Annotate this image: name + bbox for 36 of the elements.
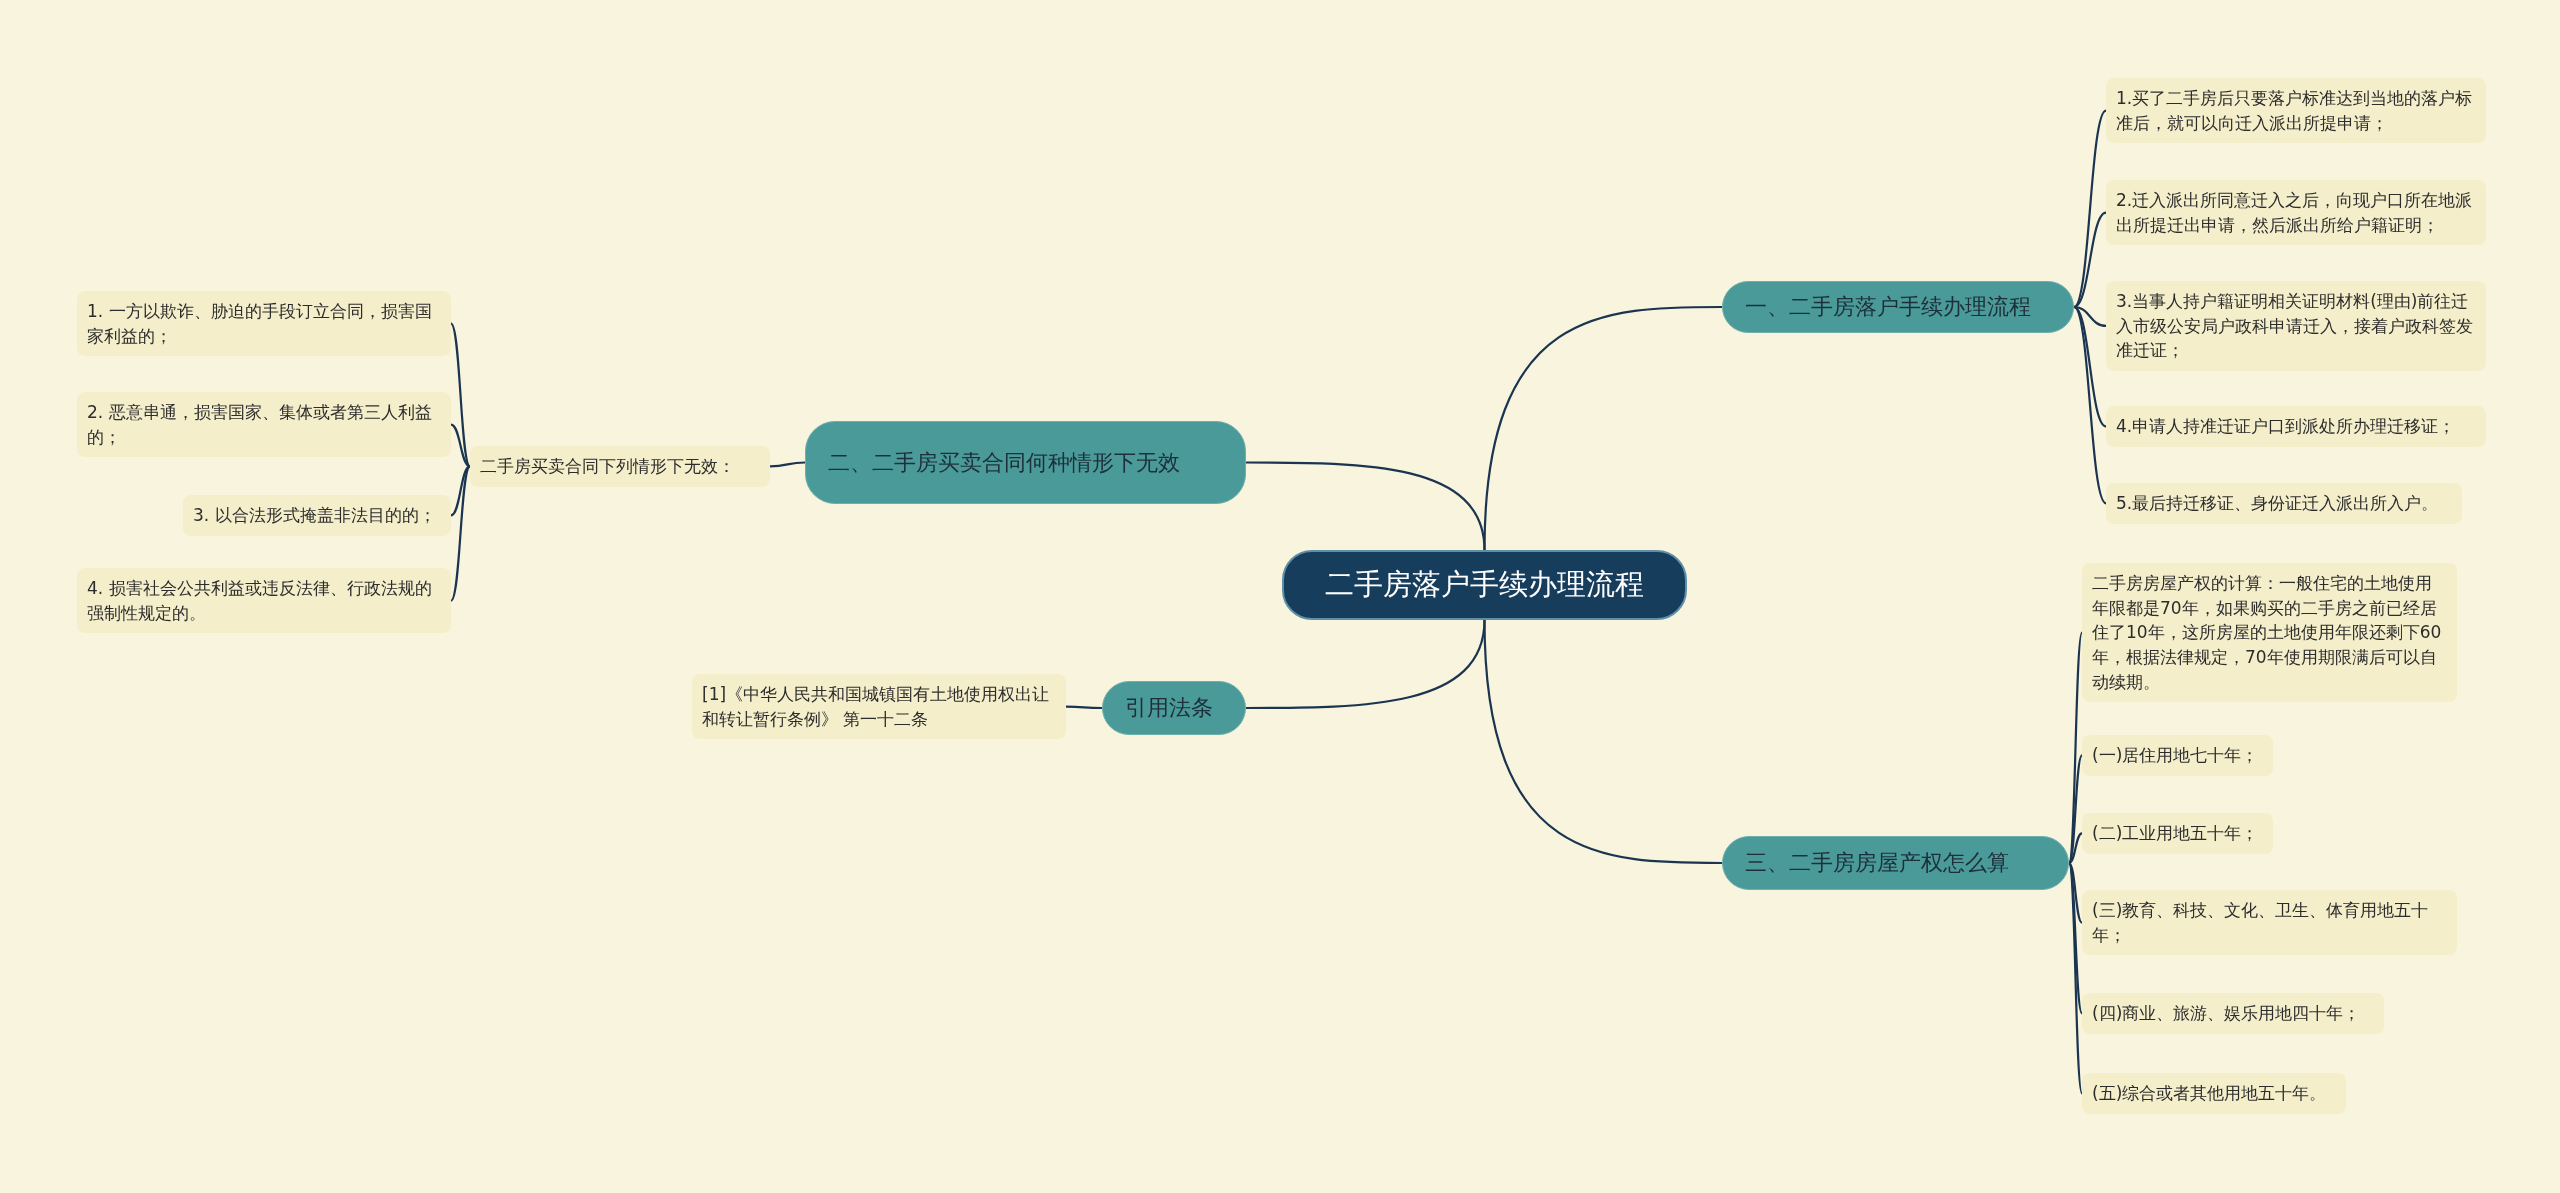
text-card: 5.最后持迁移证、身份证迁入派出所入户。 [2106,483,2462,524]
text-card: 4.申请人持准迁证户口到派处所办理迁移证； [2106,406,2486,447]
connector-line [2073,306,2107,505]
topic-pill: 二、二手房买卖合同何种情形下无效 [805,421,1246,504]
connector-line [2073,109,2107,308]
text-card: 二手房买卖合同下列情形下无效： [470,446,770,487]
topic-pill: 引用法条 [1102,681,1246,735]
text-card: 4. 损害社会公共利益或违反法律、行政法规的强制性规定的。 [77,568,451,634]
connector-line [2068,832,2083,864]
topic-pill: 三、二手房房屋产权怎么算 [1722,836,2069,890]
text-card: (四)商业、旅游、娱乐用地四十年； [2082,993,2384,1034]
text-card: 3.当事人持户籍证明相关证明材料(理由)前往迁入市级公安局户政科申请迁入，接着户政科签发准迁证； [2106,281,2486,371]
connector-line [2073,211,2107,308]
text-card: [1]《中华人民共和国城镇国有土地使用权出让和转让暂行条例》 第一十二条 [692,674,1066,740]
topic-pill: 一、二手房落户手续办理流程 [1722,281,2074,333]
connector-line [2068,862,2083,924]
connector-line [450,322,471,467]
text-card: 二手房房屋产权的计算：一般住宅的土地使用年限都是70年，如果购买的二手房之前已经居住了10年，这所房屋的土地使用年限还剩下60年，根据法律规定，70年使用期限满后可以自动续期。 [2082,563,2457,703]
connector-line [450,465,471,602]
connector-line [450,423,471,468]
connector-line [1066,705,1102,710]
connector-line [450,465,471,517]
central-topic: 二手房落户手续办理流程 [1282,550,1687,620]
connector-line [770,461,805,468]
connector-line [1246,461,1486,551]
text-card: 2. 恶意串通，损害国家、集体或者第三人利益的； [77,392,451,458]
text-card: (一)居住用地七十年； [2082,735,2273,776]
text-card: (三)教育、科技、文化、卫生、体育用地五十年； [2082,890,2457,956]
connector-line [1483,619,1722,865]
text-card: 2.迁入派出所同意迁入之后，向现户口所在地派出所提迁出申请，然后派出所给户籍证明； [2106,180,2486,246]
text-card: 1. 一方以欺诈、胁迫的手段订立合同，损害国家利益的； [77,291,451,357]
text-card: 1.买了二手房后只要落户标准达到当地的落户标准后，就可以向迁入派出所提申请； [2106,78,2486,144]
text-card: (五)综合或者其他用地五十年。 [2082,1073,2346,1114]
text-card: (二)工业用地五十年； [2082,813,2273,854]
text-card: 3. 以合法形式掩盖非法目的的； [183,495,451,536]
connector-line [2068,754,2083,864]
